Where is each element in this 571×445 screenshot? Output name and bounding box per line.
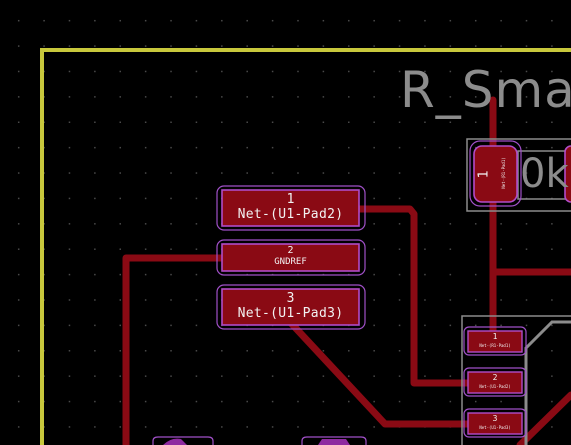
pad-outline-2 <box>216 239 366 276</box>
ic-body-outline <box>524 320 571 445</box>
resistor-pad-2[interactable] <box>564 145 571 203</box>
board-edge-outline <box>40 48 571 445</box>
partial-pad-bottom-left-fill <box>163 438 187 445</box>
ic-pad-1-outline <box>463 326 527 356</box>
pad-2[interactable] <box>221 243 360 272</box>
ic-footprint[interactable] <box>463 326 527 438</box>
resistor-body-outline <box>517 150 571 200</box>
connector-footprint[interactable] <box>216 185 366 330</box>
ic-pad-2[interactable] <box>467 371 523 394</box>
track-net-u1-pad2[interactable] <box>354 205 474 387</box>
pad-outline-3 <box>216 284 366 330</box>
pad-3[interactable] <box>221 288 360 326</box>
resistor-pad-1[interactable] <box>473 145 518 203</box>
track-gndref[interactable] <box>122 254 226 445</box>
ic-pad-1[interactable] <box>467 330 523 353</box>
ic-silkscreen-outline <box>461 315 571 445</box>
ic-pad-2-outline <box>463 367 527 397</box>
partial-pad-bottom-middle[interactable] <box>301 436 367 445</box>
pad-outline-1 <box>216 185 366 231</box>
pad-1[interactable] <box>221 189 360 227</box>
resistor-pad-1-outline <box>469 140 522 207</box>
partial-pad-bottom-left[interactable] <box>152 436 214 445</box>
partial-pad-bottom-middle-fill <box>318 439 350 445</box>
ic-pad-3-outline <box>463 408 527 438</box>
resistor-silkscreen-outline <box>466 138 571 212</box>
resistor-footprint[interactable] <box>469 140 571 207</box>
track-ic-diagonal[interactable] <box>516 391 571 445</box>
track-net-u1-pad3[interactable] <box>286 318 474 428</box>
ic-pad-3[interactable] <box>467 412 523 435</box>
